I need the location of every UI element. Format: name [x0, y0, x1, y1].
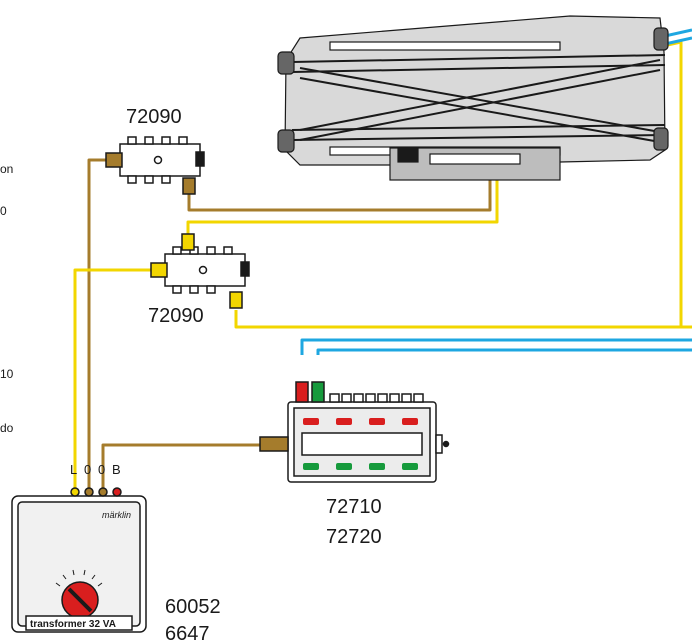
green-button-3[interactable]: [369, 463, 385, 470]
transformer-dial-ticks: [55, 569, 103, 587]
track-end-left-top: [277, 51, 295, 75]
brown-wire-transformer-to-top-decoder: [87, 158, 108, 490]
terminal-label-b: B: [112, 462, 121, 477]
track-end-left-bottom: [277, 129, 295, 153]
transformer-label-1: 60052: [165, 596, 221, 618]
blue-wire-control-2: [316, 348, 692, 355]
decoder-top-label: 72090: [126, 106, 182, 128]
decoder-mid-connector-right: [240, 261, 250, 277]
green-button-2[interactable]: [336, 463, 352, 470]
decoder-top-plug-left: [105, 152, 123, 168]
terminal-0b: [98, 487, 108, 497]
decoder-mid-plug-left: [150, 262, 168, 278]
decoder-top-connector-right: [195, 151, 205, 167]
terminal-labels: L 0 0 B: [70, 462, 121, 477]
control-box-plug-brown: [259, 436, 289, 452]
control-box-label-2: 72720: [326, 526, 382, 548]
decoder-mid-label: 72090: [148, 305, 204, 327]
transformer-nameplate: [25, 615, 133, 631]
track-end-right-bottom: [653, 127, 669, 151]
brown-wire-decoder-to-track: [187, 180, 492, 212]
red-button-2[interactable]: [336, 418, 352, 425]
control-box-label-1: 72710: [326, 496, 382, 518]
cut-off-text: on 0 10 do: [0, 162, 14, 435]
cut-text-4: do: [0, 421, 14, 435]
red-button-4[interactable]: [402, 418, 418, 425]
transformer: [11, 487, 147, 633]
green-button-4[interactable]: [402, 463, 418, 470]
double-slip-track: [277, 15, 669, 181]
track-ballast: [284, 15, 666, 166]
control-box: [259, 381, 450, 483]
decoder-top: [105, 136, 205, 195]
blue-wire-control-1: [300, 338, 692, 355]
control-box-plug-green: [311, 381, 325, 403]
control-box-buttons: [303, 418, 418, 470]
transformer-brand: märklin: [102, 510, 131, 520]
decoder-top-plug-bottom: [182, 177, 196, 195]
control-box-connector-right: [435, 434, 443, 454]
red-button-1[interactable]: [303, 418, 319, 425]
yellow-wire-decoder-to-track: [186, 180, 499, 235]
control-box-plug-red: [295, 381, 309, 403]
decoder-mid-plug-top: [181, 233, 195, 251]
transformer-name: transformer 32 VA: [30, 619, 116, 630]
yellow-wire-transformer-to-mid-decoder: [73, 268, 152, 490]
control-box-display: [301, 432, 423, 456]
decoder-mid-plug-bottom: [229, 291, 243, 309]
cut-text-1: on: [0, 162, 13, 176]
terminal-label-0b: 0: [98, 462, 105, 477]
cut-text-3: 10: [0, 367, 14, 381]
transformer-dial[interactable]: [61, 581, 99, 619]
green-button-1[interactable]: [303, 463, 319, 470]
cut-text-2: 0: [0, 204, 7, 218]
red-button-3[interactable]: [369, 418, 385, 425]
transformer-label-2: 6647: [165, 623, 210, 644]
brown-wire-transformer-to-control-box: [101, 443, 262, 490]
terminal-label-0a: 0: [84, 462, 91, 477]
yellow-wire-decoder-to-right: [234, 310, 692, 329]
terminal-0a: [84, 487, 94, 497]
decoder-mid: [150, 233, 250, 309]
terminal-label-l: L: [70, 462, 77, 477]
track-end-right-top: [653, 27, 669, 51]
terminal-l: [70, 487, 80, 497]
terminal-b: [112, 487, 122, 497]
